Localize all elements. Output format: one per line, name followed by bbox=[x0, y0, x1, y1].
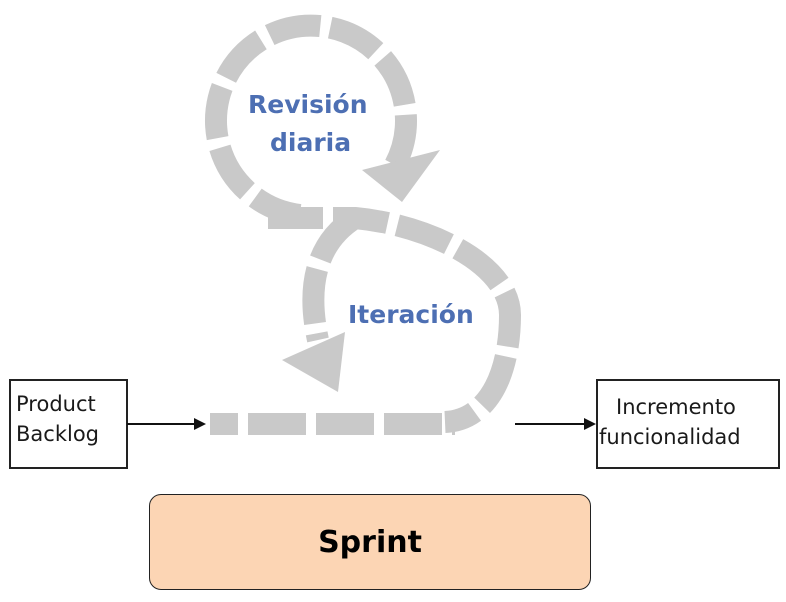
daily-review-loop bbox=[205, 14, 440, 226]
product-backlog-line1: Product bbox=[16, 392, 96, 416]
product-backlog-box bbox=[9, 379, 128, 469]
iteration-loop-inner-path bbox=[302, 208, 362, 343]
iteration-arrowhead bbox=[282, 332, 345, 392]
revision-diaria-line1: Revisión bbox=[248, 90, 368, 119]
output-arrow bbox=[515, 418, 596, 430]
incremento-box bbox=[596, 379, 780, 469]
sprint-box: Sprint bbox=[149, 494, 591, 590]
product-backlog-line2: Backlog bbox=[16, 422, 99, 446]
incremento-line2: funcionalidad bbox=[599, 425, 741, 449]
revision-diaria-line2: diaria bbox=[270, 128, 352, 157]
input-arrow bbox=[127, 418, 206, 430]
daily-review-loop-path bbox=[205, 14, 417, 226]
iteration-loop-path bbox=[268, 207, 522, 433]
incremento-line1: Incremento bbox=[616, 395, 736, 419]
daily-review-arrowhead bbox=[362, 150, 440, 202]
sprint-label: Sprint bbox=[318, 524, 422, 560]
iteration-loop bbox=[268, 207, 522, 433]
iteracion-label: Iteración bbox=[348, 300, 474, 329]
